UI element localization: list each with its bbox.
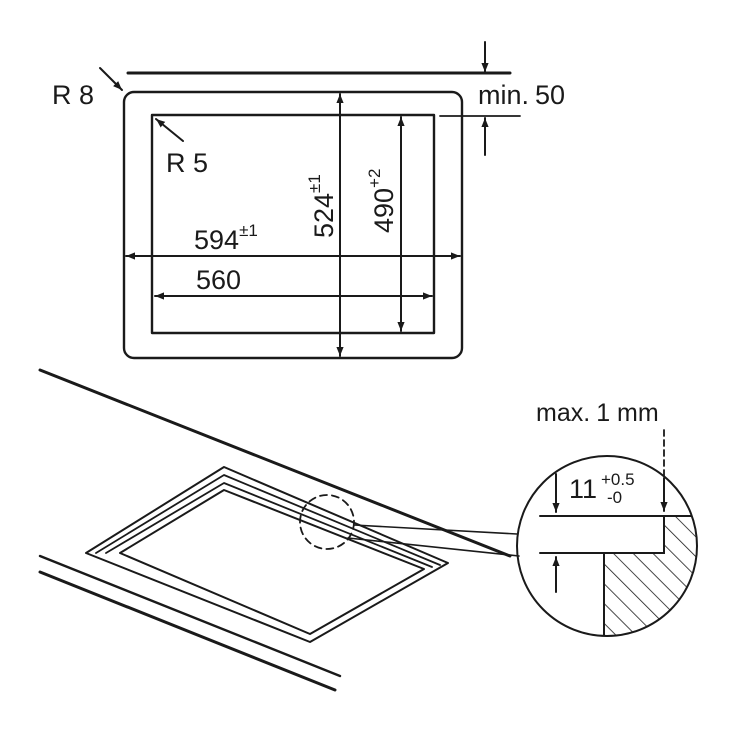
depth-label: 11 xyxy=(569,474,597,504)
detail-leader-top xyxy=(353,524,518,535)
inner-cutout-outline xyxy=(150,113,436,335)
worktop-front-edge-top xyxy=(38,554,342,678)
hob-cutout-body xyxy=(119,489,425,635)
hob-frame-step-1 xyxy=(95,474,441,566)
inner-depth-label: 490+2 xyxy=(365,169,399,233)
worktop-section-hatched xyxy=(603,515,697,636)
hob-edge-profile xyxy=(539,515,665,554)
outer-width-label: 594±1 xyxy=(194,221,258,255)
outer-depth-label: 524±1 xyxy=(305,174,339,238)
inner-radius-arrow xyxy=(155,118,184,142)
depth-tol-upper: +0.5 xyxy=(601,470,635,489)
worktop-front-edge-bottom xyxy=(38,570,337,692)
outer-radius-label: R 8 xyxy=(52,80,94,110)
worktop-back-edge xyxy=(38,368,512,558)
top-view: R 8 R 5 min.50 594±1 560 524±1 490+2 xyxy=(52,41,565,360)
min-gap-label: min.50 xyxy=(478,80,565,110)
max-gap-label: max.1 mm xyxy=(536,399,659,427)
detail-leader-bottom xyxy=(347,537,520,557)
detail-view: max.1 mm 11 +0.5 -0 xyxy=(516,399,698,637)
outer-radius-arrow xyxy=(99,67,123,91)
outer-cutout-outline xyxy=(122,90,464,360)
hob-frame-step-2 xyxy=(105,482,433,568)
hob-frame-outer xyxy=(85,466,449,643)
perspective-view xyxy=(38,368,520,692)
depth-tol-lower: -0 xyxy=(607,488,622,507)
inner-radius-label: R 5 xyxy=(166,148,208,178)
detail-marker-circle xyxy=(299,494,355,550)
inner-width-label: 560 xyxy=(196,265,241,295)
